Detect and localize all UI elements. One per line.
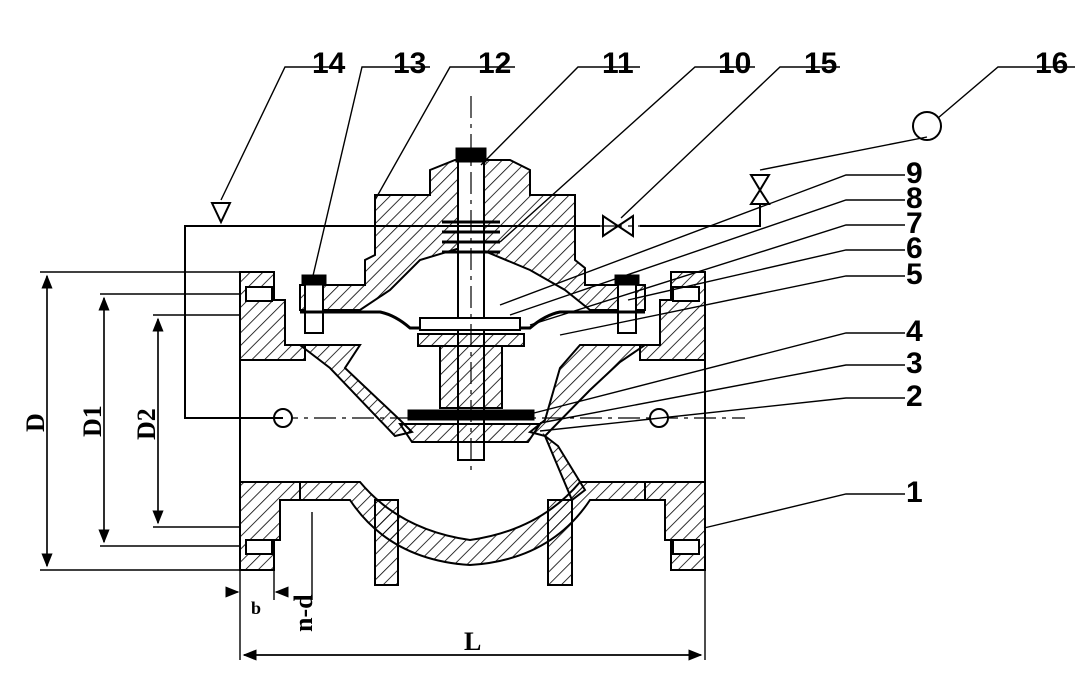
right-bolt-nut xyxy=(614,274,640,286)
left-bottom-bolt-hole xyxy=(245,539,273,555)
callout-2: 2 xyxy=(906,380,923,413)
dimension-D2: D2 xyxy=(132,408,161,440)
callout-13: 13 xyxy=(393,47,426,80)
strainer-icon xyxy=(210,202,232,225)
left-flange xyxy=(239,271,306,571)
callout-3: 3 xyxy=(906,347,923,380)
dimension-D1: D1 xyxy=(78,405,107,437)
callout-15: 15 xyxy=(804,47,837,80)
callout-11: 11 xyxy=(602,47,634,80)
dimension-lines xyxy=(40,271,706,661)
ball-valve-icon xyxy=(749,174,771,205)
callout-16: 16 xyxy=(1035,47,1068,80)
callout-6: 6 xyxy=(906,232,923,265)
callout-7: 7 xyxy=(906,207,923,240)
pressure-gauge-icon xyxy=(912,111,942,141)
right-flange xyxy=(639,271,706,571)
dimension-D: D xyxy=(21,413,50,432)
valve-disc xyxy=(398,423,542,443)
callout-10: 10 xyxy=(718,47,751,80)
callout-1: 1 xyxy=(906,476,923,509)
needle-valve-icon xyxy=(602,214,634,238)
diaphragm-plate xyxy=(419,317,521,331)
callout-8: 8 xyxy=(906,182,923,215)
left-bolt-nut xyxy=(301,274,327,286)
dimension-n-d: n-d xyxy=(289,594,318,632)
callout-4: 4 xyxy=(906,315,923,348)
callout-5: 5 xyxy=(906,258,923,291)
pilot-tubing xyxy=(184,111,942,419)
callout-9: 9 xyxy=(906,157,923,190)
right-bottom-bolt-hole xyxy=(672,539,700,555)
callout-14: 14 xyxy=(312,47,346,80)
left-cover-bolt xyxy=(304,282,324,334)
left-top-bolt-hole xyxy=(245,286,273,302)
callout-12: 12 xyxy=(478,47,511,80)
dimension-b: b xyxy=(251,598,261,618)
right-cover-bolt xyxy=(617,282,637,334)
leader-lines xyxy=(220,66,1075,529)
dimension-L: L xyxy=(464,627,481,656)
